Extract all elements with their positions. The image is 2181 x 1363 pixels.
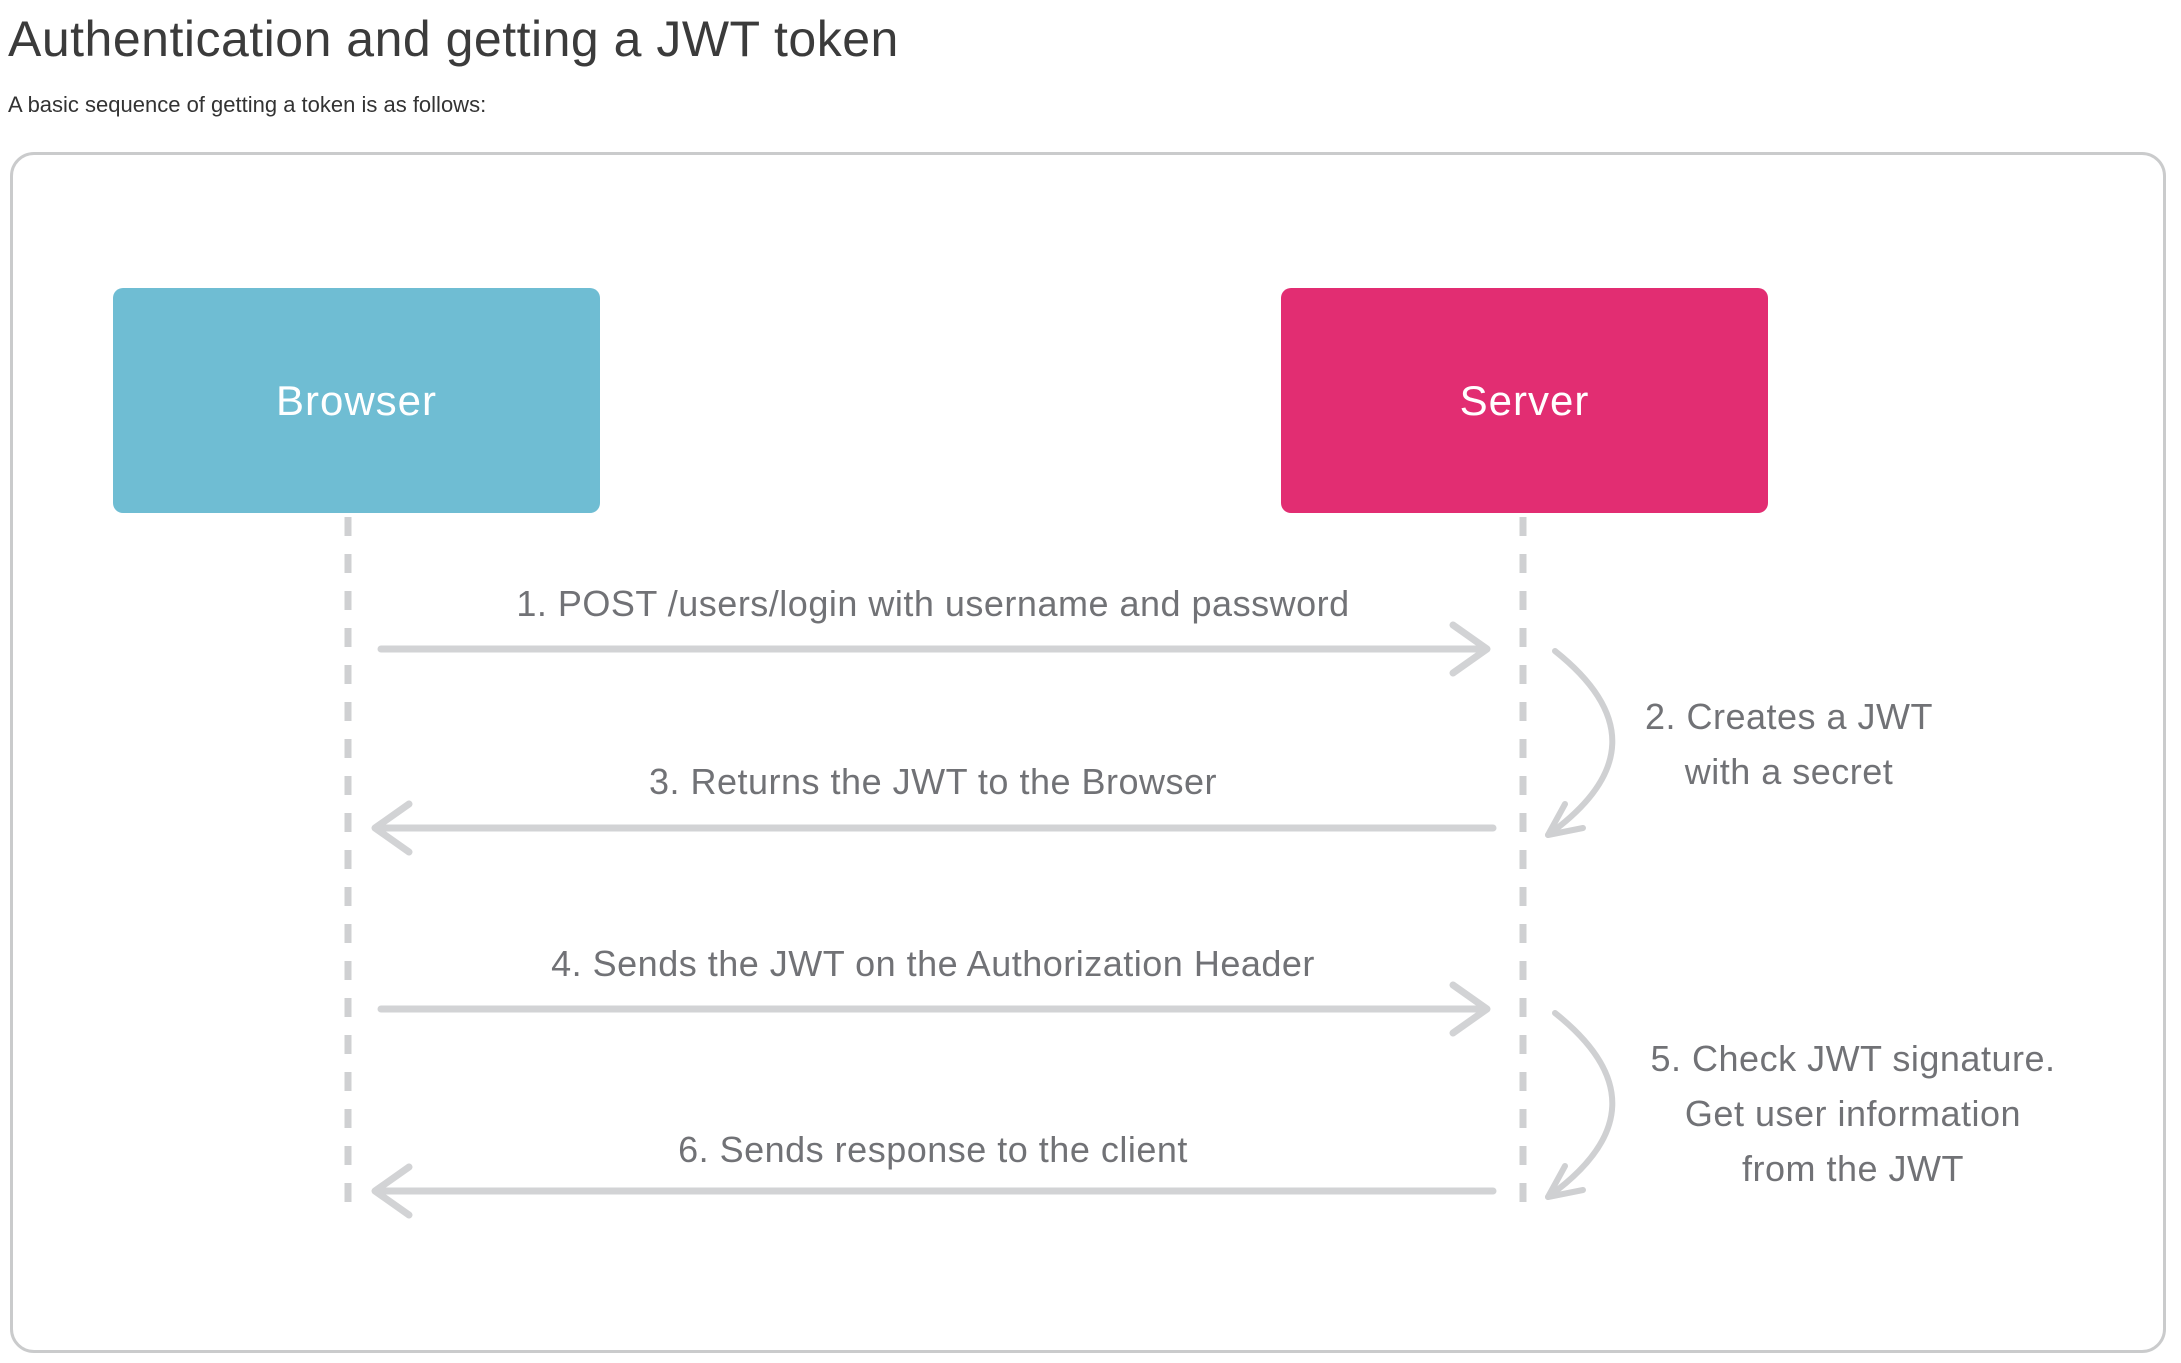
sequence-diagram-card: Browser Server 1. POST /users/login with… [10, 152, 2166, 1353]
self-action-label-2: 2. Creates a JWT with a secret [1599, 689, 1979, 799]
self-arrow-5 [1545, 1010, 1616, 1200]
self-arrow-2 [1545, 648, 1616, 838]
arrowhead-downleft-icon [1545, 1163, 1586, 1200]
message-label-1: 1. POST /users/login with username and p… [516, 583, 1350, 624]
message-arrow-6 [371, 1163, 1497, 1219]
message-arrow-4 [377, 981, 1491, 1037]
self-action-label-5: 5. Check JWT signature. Get user informa… [1638, 1031, 2068, 1196]
actor-box-browser: Browser [113, 288, 600, 513]
actor-label-browser: Browser [275, 376, 438, 424]
arrowhead-left-icon [371, 800, 413, 856]
page-title: Authentication and getting a JWT token [8, 11, 899, 67]
arrowhead-downleft-icon [1545, 801, 1586, 838]
message-arrow-1 [377, 621, 1491, 677]
self-action-5-line-2: Get user information [1684, 1093, 2022, 1134]
page-header: Authentication and getting a JWT token A… [8, 0, 899, 118]
self-action-5-line-3: from the JWT [1741, 1148, 1965, 1189]
sequence-arrow-layer [344, 517, 1616, 1219]
arrowhead-right-icon [1449, 981, 1491, 1037]
self-action-2-line-1: 2. Creates a JWT [1644, 696, 1934, 737]
self-action-2-line-2: with a secret [1684, 751, 1894, 792]
message-arrow-3 [371, 800, 1497, 856]
actor-label-server: Server [1459, 376, 1590, 424]
arrowhead-right-icon [1449, 621, 1491, 677]
arrowhead-left-icon [371, 1163, 413, 1219]
message-label-4: 4. Sends the JWT on the Authorization He… [551, 943, 1315, 984]
actor-box-server: Server [1281, 288, 1768, 513]
page-subtitle: A basic sequence of getting a token is a… [8, 92, 487, 117]
message-label-6: 6. Sends response to the client [678, 1129, 1188, 1170]
self-action-5-line-1: 5. Check JWT signature. [1650, 1038, 2056, 1079]
message-label-3: 3. Returns the JWT to the Browser [648, 761, 1218, 802]
